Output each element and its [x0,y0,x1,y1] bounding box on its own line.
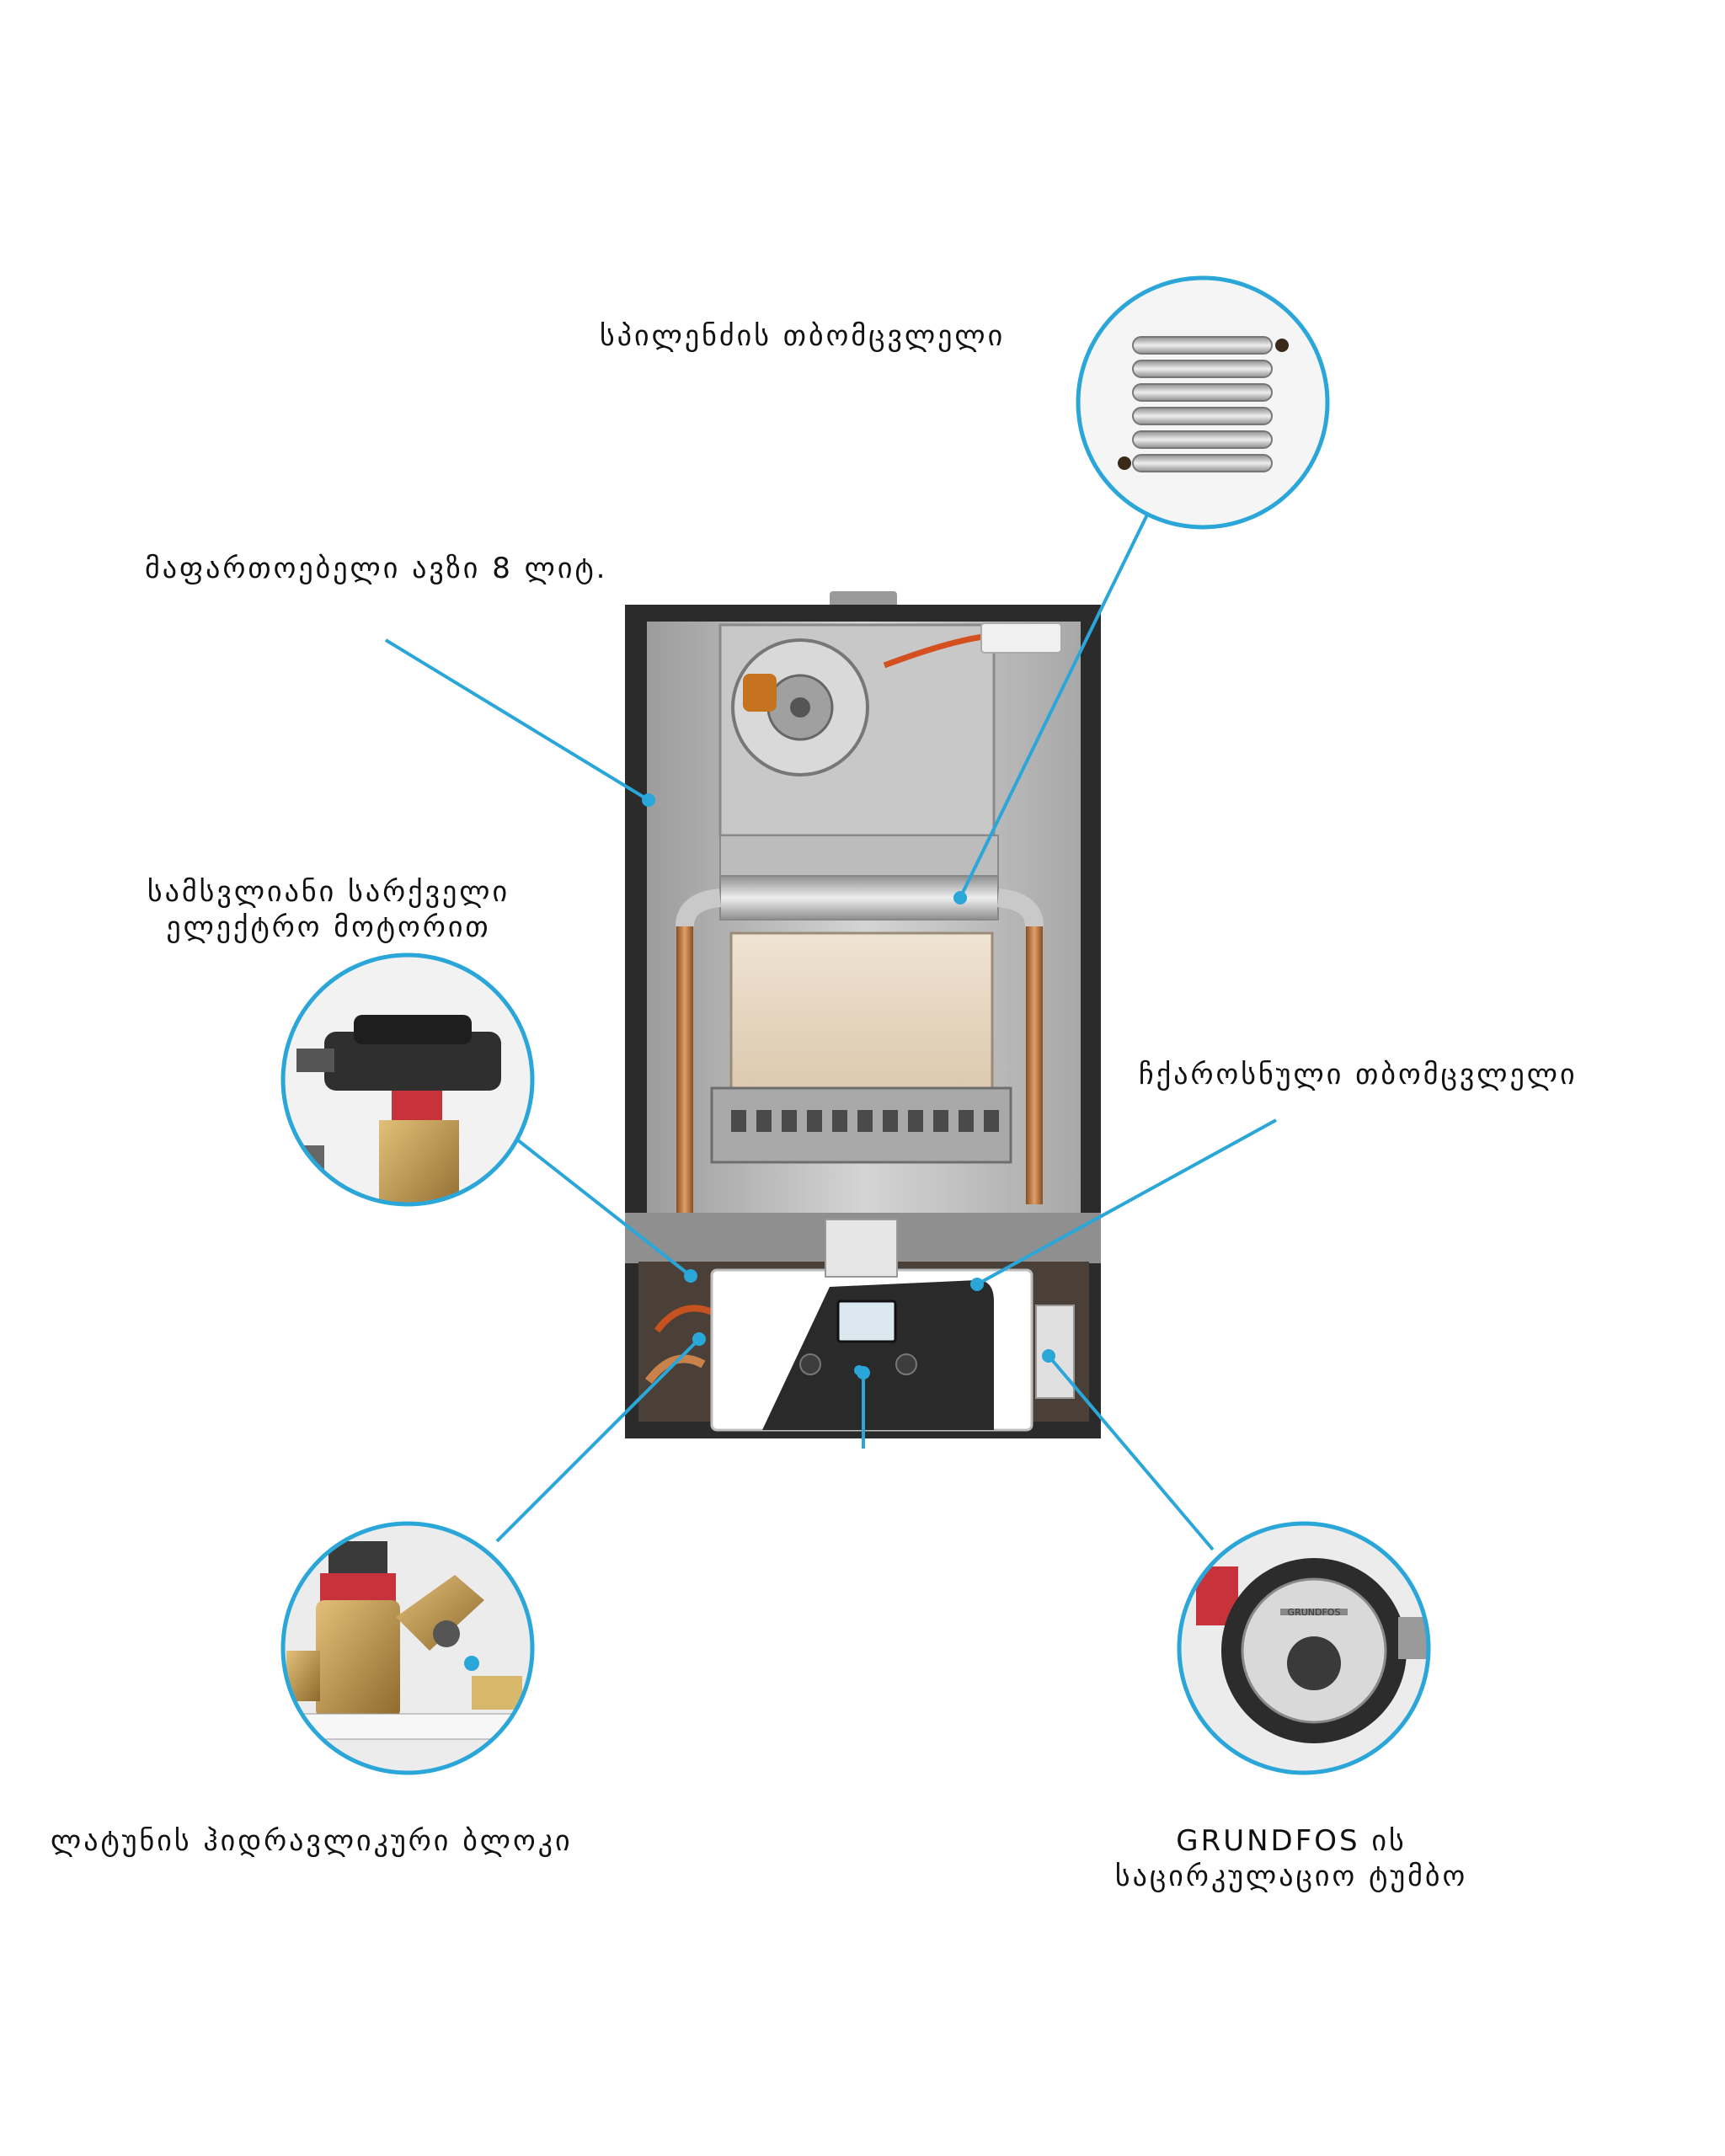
label-expansion-tank: მაფართოებელი ავზი 8 ლიტ. [145,552,608,585]
label-three-way-valve-line2: ელექტრო მოტორით [166,910,491,944]
label-plate-heat-exchanger: ჩქაროსნული თბომცვლელი [1139,1058,1578,1091]
label-circulation-pump-line2: საცირკულაციო ტუმბო [1114,1860,1468,1893]
callout-line-fan [512,1135,692,1278]
detail-copper-hx [1076,275,1330,530]
burner-slots [731,1110,999,1132]
wire [654,1305,718,1333]
control-faceplate [762,1280,994,1430]
flue-hood [719,835,999,877]
detail-valve-motor [280,953,535,1207]
pipe-bend-left [676,889,722,927]
control-knob [895,1353,917,1375]
label-circulation-pump: GRUNDFOS ის საცირკულაციო ტუმბო [1068,1823,1514,1894]
callout-dots [642,793,1055,1380]
callout-line-brass [495,1337,701,1543]
label-brass-hydraulic-block: ლატუნის ჰიდრავლიკური ბლოკი [51,1824,573,1858]
circulation-pump-icon [1196,1558,1429,1743]
label-circulation-pump-line1: GRUNDFOS ის [1176,1824,1407,1858]
connector [980,622,1062,654]
copper-pipe-left [676,926,693,1213]
fan-motor-icon [291,1015,501,1204]
pipe-bend-right [996,889,1044,927]
copper-coil-icon [1118,336,1289,472]
boiler-unit [625,591,1101,1438]
callout-line-plate-hx [976,1118,1277,1286]
mounting-bracket [825,1219,898,1278]
pump-brand-text: GRUNDFOS [1288,1607,1341,1618]
label-copper-heat-exchanger: სპილენძის თბომცვლელი [600,319,1006,353]
control-display-icon [836,1299,897,1343]
control-knob [799,1353,821,1375]
label-three-way-valve: სამსვლიანი სარქველი ელექტრო მოტორით [118,874,539,945]
callout-lines [384,509,1277,1551]
detail-brass-block [280,1521,535,1775]
copper-pipe-right [1026,926,1043,1204]
fan-motor-icon [731,638,869,776]
brass-valve-icon [286,1541,531,1740]
detail-circulation-pump: GRUNDFOS [1177,1521,1431,1775]
copper-heat-exchanger [719,875,999,921]
callout-line-pump [1047,1354,1215,1551]
callout-line-expansion-tank [384,638,650,802]
label-three-way-valve-line1: სამსვლიანი სარქველი [147,875,510,909]
side-valve [1035,1305,1075,1399]
callout-line-copper-hx [959,509,1151,899]
wire [645,1354,706,1385]
